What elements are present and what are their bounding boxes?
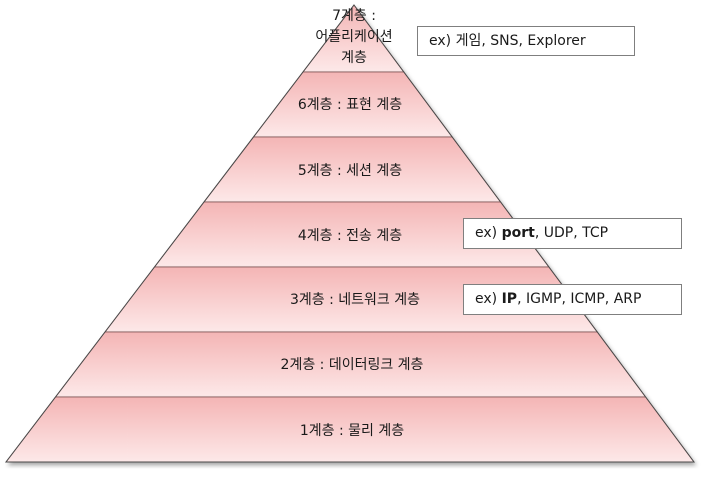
layer-5-label: 5계층 : 세션 계층 bbox=[297, 163, 403, 179]
layer-1-label: 1계층 : 물리 계층 bbox=[299, 423, 405, 439]
layer-3-label: 3계층 : 네트워크 계층 bbox=[289, 292, 420, 308]
layer-2-label: 2계층 : 데이터링크 계층 bbox=[280, 357, 424, 373]
layer-3-example-box: ex) IP, IGMP, ICMP, ARP bbox=[463, 284, 682, 315]
layer-7-label: 7계층 : 어플리케이션 계층 bbox=[315, 8, 393, 66]
layer-3-example-highlight: IP bbox=[501, 291, 518, 307]
layer-7-example-box: ex) 게임, SNS, Explorer bbox=[417, 26, 635, 56]
layer-4-example-box: ex) port, UDP, TCP bbox=[463, 218, 682, 249]
layer-4-label: 4계층 : 전송 계층 bbox=[297, 228, 403, 244]
layer-7-example-text: ex) 게임, SNS, Explorer bbox=[429, 33, 586, 49]
layer-6-label: 6계층 : 표현 계층 bbox=[297, 97, 403, 113]
layer-4-example-highlight: port bbox=[501, 225, 535, 241]
